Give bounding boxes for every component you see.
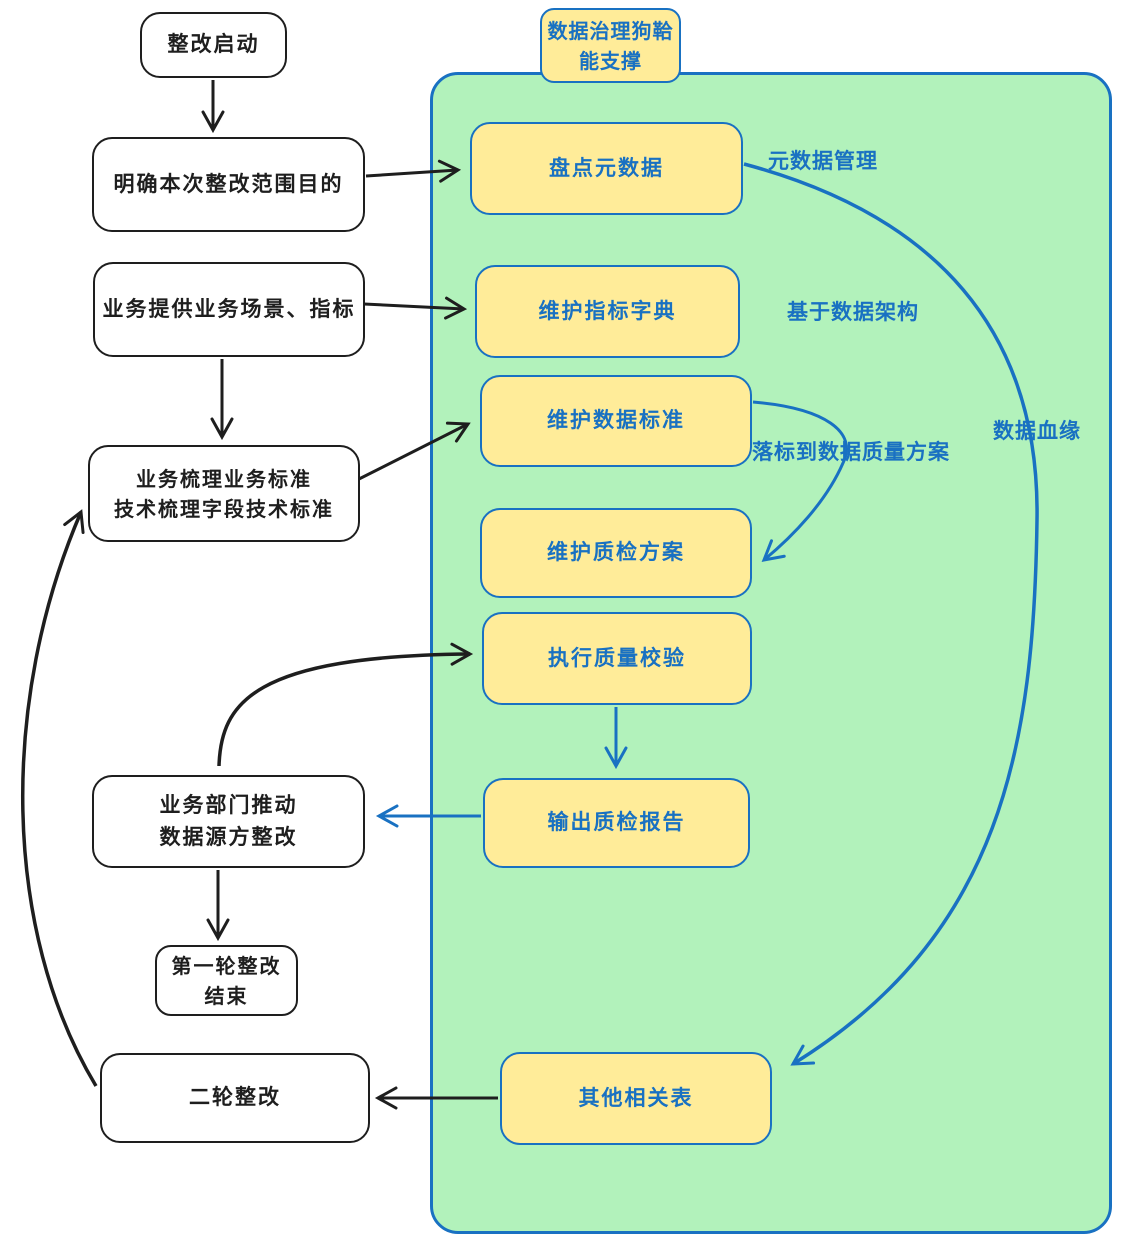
node-round2: 二轮整改 <box>100 1053 370 1143</box>
arrow-dept-to-exec <box>217 642 474 767</box>
arrow-scenario-to-dict <box>363 296 468 320</box>
arrow-lineage-inventory-to-othertables <box>743 162 1039 1066</box>
arrow-scope-to-inventory <box>365 159 462 183</box>
arrow-round2-to-standards <box>20 509 98 1087</box>
node-round1-end: 第一轮整改 结束 <box>155 945 298 1016</box>
label-data-lineage: 数据血缘 <box>993 419 1081 443</box>
node-metric-dict: 维护指标字典 <box>475 265 740 358</box>
arrow-datastandard-to-qcplan <box>752 400 849 562</box>
container-title: 数据治理狗鞈 能支撑 <box>540 8 681 83</box>
node-qc-report: 输出质检报告 <box>483 778 750 868</box>
label-based-on-data-arch: 基于数据架构 <box>787 300 919 324</box>
node-start: 整改启动 <box>140 12 287 78</box>
label-metadata-mgmt: 元数据管理 <box>768 149 878 173</box>
node-other-tables: 其他相关表 <box>500 1052 772 1145</box>
node-inventory-metadata: 盘点元数据 <box>470 122 743 215</box>
node-data-standard: 维护数据标准 <box>480 375 752 467</box>
node-scope: 明确本次整改范围目的 <box>92 137 365 232</box>
node-scenario: 业务提供业务场景、指标 <box>93 262 365 357</box>
node-standards: 业务梳理业务标准 技术梳理字段技术标准 <box>88 445 360 542</box>
arrow-standards-to-datastandard <box>358 421 471 481</box>
node-dept-push: 业务部门推动 数据源方整改 <box>92 775 365 868</box>
node-qc-plan: 维护质检方案 <box>480 508 752 598</box>
label-standard-to-quality: 落标到数据质量方案 <box>752 440 950 464</box>
node-exec-quality-check: 执行质量校验 <box>482 612 752 705</box>
